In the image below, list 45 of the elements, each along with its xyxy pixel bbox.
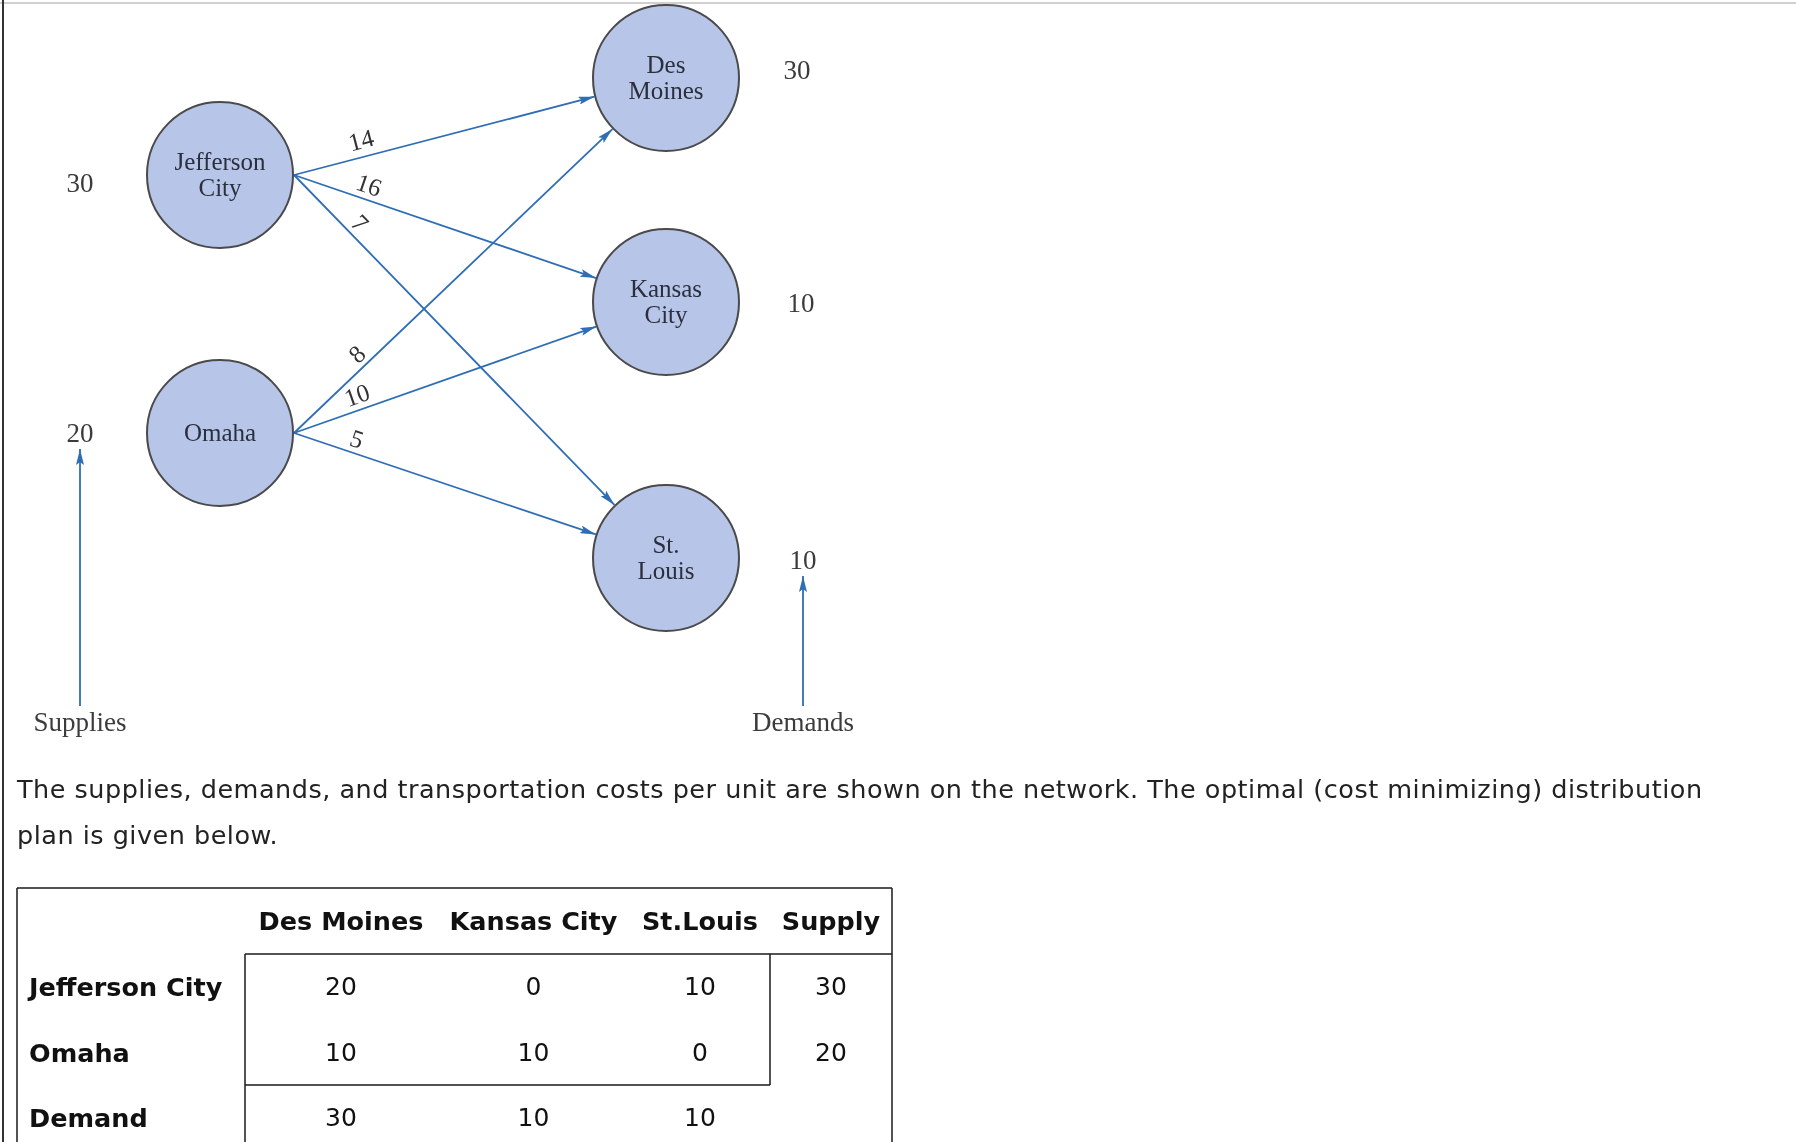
table-value: 10: [684, 1104, 716, 1132]
quantity-label: 10: [787, 289, 815, 317]
table-value: 10: [325, 1039, 357, 1067]
row-header: Omaha: [29, 1039, 130, 1067]
quantity-label: 30: [783, 56, 811, 84]
cost-label: 8: [343, 340, 370, 368]
arrow: [293, 174, 616, 506]
column-header: Des Moines: [258, 907, 424, 935]
node-label: St. Louis: [636, 532, 696, 584]
node-label: Jefferson City: [173, 149, 267, 201]
cost-label: 7: [346, 209, 374, 236]
cost-label: 5: [347, 425, 368, 454]
quantity-label: 10: [789, 546, 817, 574]
row-header: Demand: [29, 1104, 148, 1132]
caption-label: Supplies: [33, 708, 127, 736]
quantity-label: 20: [66, 419, 94, 447]
arrow: [799, 575, 807, 707]
table-value: 30: [325, 1104, 357, 1132]
node-label: Kansas City: [628, 276, 704, 328]
table-value: 10: [684, 973, 716, 1001]
node-label: Omaha: [183, 420, 257, 446]
column-header: Kansas City: [449, 907, 618, 935]
table-value: 10: [517, 1039, 550, 1067]
caption-label: Demands: [752, 708, 854, 736]
cost-label: 10: [341, 379, 373, 411]
cost-label: 16: [353, 168, 385, 201]
row-header: Jefferson City: [29, 973, 223, 1001]
table-value: 20: [815, 1039, 847, 1067]
arrow: [76, 448, 84, 707]
arrow: [293, 432, 597, 536]
column-header: St.Louis: [641, 907, 759, 935]
table-value: 0: [692, 1039, 708, 1067]
table-value: 10: [517, 1104, 550, 1132]
arrow: [293, 95, 596, 176]
arrow: [293, 174, 597, 279]
table-value: 20: [325, 973, 357, 1001]
description-text: The supplies, demands, and transportation costs per unit are shown on the network. The optimal (cost minimizing) distribution plan is given below.: [17, 773, 1704, 852]
table-value: 0: [525, 973, 542, 1001]
table-value: 30: [815, 973, 847, 1001]
node-label: Des Moines: [627, 52, 705, 104]
arrow: [293, 325, 598, 434]
column-header: Supply: [781, 907, 881, 935]
arrow: [293, 128, 614, 434]
quantity-label: 30: [66, 169, 94, 197]
cost-label: 14: [346, 124, 377, 156]
